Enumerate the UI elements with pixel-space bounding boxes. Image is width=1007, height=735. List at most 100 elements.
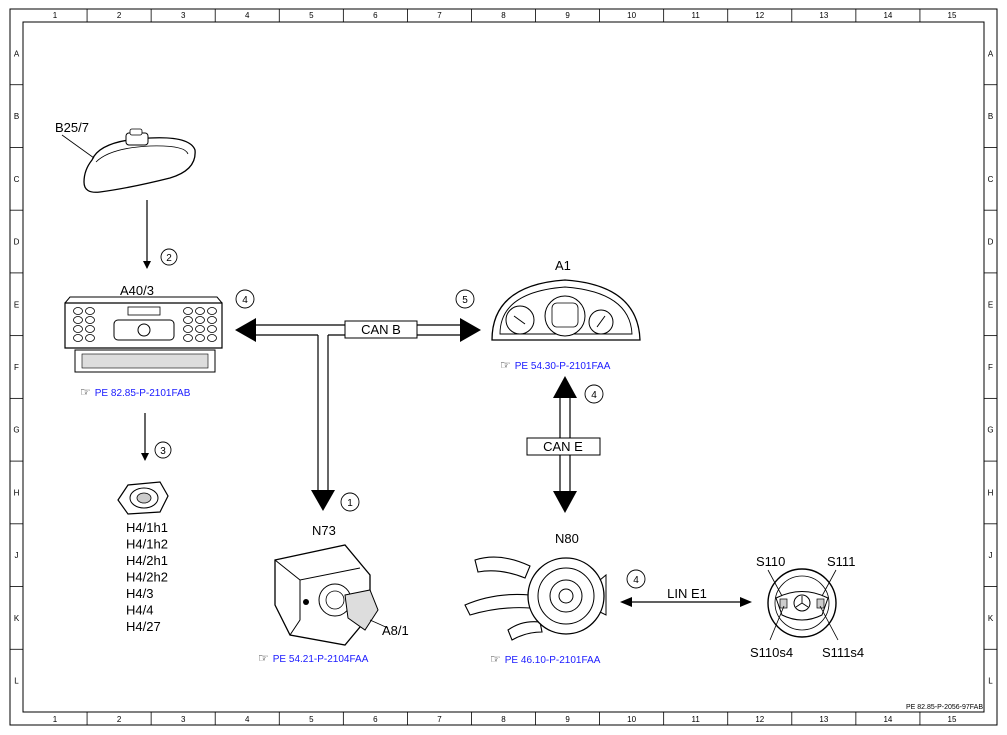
switch-s111s4-label: S111s4 bbox=[822, 645, 864, 660]
grid-column-label: 8 bbox=[501, 715, 506, 724]
grid-column-label: 10 bbox=[627, 715, 636, 724]
grid-row-label: B bbox=[988, 112, 993, 121]
ignition-label: N73 bbox=[312, 523, 336, 538]
grid-row-label: F bbox=[14, 363, 19, 372]
grid-column-label: 2 bbox=[117, 11, 122, 20]
head-unit-button-icon bbox=[183, 325, 193, 333]
can-b-label: CAN B bbox=[361, 322, 401, 337]
grid-row-label: L bbox=[14, 677, 19, 686]
grid-column-label: 15 bbox=[948, 715, 957, 724]
marker-3: 3 bbox=[160, 446, 166, 457]
head-unit-button-icon bbox=[195, 325, 205, 333]
grid-row-label: L bbox=[988, 677, 993, 686]
grid-row-label: G bbox=[13, 426, 19, 435]
can-e-bus bbox=[526, 376, 601, 513]
ignition-switch-n73 bbox=[274, 544, 389, 646]
grid-column-label: 7 bbox=[437, 11, 442, 20]
marker-4-canb: 4 bbox=[242, 295, 248, 306]
grid-column-label: 1 bbox=[53, 715, 58, 724]
lin-e1-bus bbox=[620, 597, 752, 607]
switch-s111-label: S111 bbox=[827, 554, 855, 569]
grid-column-label: 9 bbox=[565, 715, 570, 724]
head-unit-button-icon bbox=[73, 316, 83, 324]
grid-column-label: 3 bbox=[181, 11, 186, 20]
marker-2: 2 bbox=[166, 253, 172, 264]
head-unit-button-icon bbox=[195, 307, 205, 315]
head-unit-button-icon bbox=[85, 334, 95, 342]
marker-1: 1 bbox=[347, 498, 353, 509]
steering-module-ref: ☞PE 46.10-P-2101FAA bbox=[490, 652, 601, 666]
head-unit-label: A40/3 bbox=[120, 283, 154, 298]
marker-4-lin: 4 bbox=[633, 575, 639, 586]
head-unit-button-icon bbox=[195, 334, 205, 342]
grid-row-label: E bbox=[988, 300, 993, 309]
head-unit-a40-3 bbox=[64, 296, 223, 373]
speaker-label: H4/27 bbox=[126, 619, 161, 634]
head-unit-button-icon bbox=[85, 307, 95, 315]
grid-column-label: 11 bbox=[692, 11, 701, 20]
grid-column-label: 12 bbox=[755, 11, 764, 20]
switch-s110s4-label: S110s4 bbox=[750, 645, 793, 660]
mirror-label: B25/7 bbox=[55, 120, 89, 135]
head-unit-button-icon bbox=[207, 316, 217, 324]
frame bbox=[9, 8, 998, 726]
grid-column-label: 3 bbox=[181, 715, 186, 724]
can-b-bus bbox=[235, 318, 481, 511]
grid-row-label: J bbox=[15, 551, 19, 560]
grid-row-label: A bbox=[14, 49, 20, 58]
grid-column-label: 1 bbox=[53, 11, 58, 20]
speaker-icon bbox=[117, 481, 169, 515]
head-unit-button-icon bbox=[85, 316, 95, 324]
steering-module-label: N80 bbox=[555, 531, 579, 546]
ignition-ref: ☞PE 54.21-P-2104FAA bbox=[258, 651, 369, 665]
grid-row-label: D bbox=[988, 238, 994, 247]
steering-wheel-icon bbox=[767, 568, 839, 641]
grid-row-label: G bbox=[987, 426, 993, 435]
grid-column-label: 11 bbox=[692, 715, 701, 724]
head-unit-button-icon bbox=[73, 334, 83, 342]
grid-row-label: A bbox=[988, 49, 994, 58]
cluster-label: A1 bbox=[555, 258, 571, 273]
speaker-label: H4/1h1 bbox=[126, 520, 168, 535]
head-unit-button-icon bbox=[73, 325, 83, 333]
grid-column-label: 6 bbox=[373, 11, 378, 20]
key-label: A8/1 bbox=[382, 623, 409, 638]
marker-4-cane: 4 bbox=[591, 390, 597, 401]
head-unit-button-icon bbox=[85, 325, 95, 333]
head-unit-button-icon bbox=[207, 325, 217, 333]
grid-row-label: H bbox=[14, 488, 20, 497]
steering-module-n80 bbox=[464, 556, 607, 641]
speaker-label: H4/1h2 bbox=[126, 537, 168, 552]
can-e-label: CAN E bbox=[543, 439, 583, 454]
grid-row-label: B bbox=[14, 112, 19, 121]
grid-row-label: E bbox=[14, 300, 19, 309]
grid-row-label: K bbox=[14, 614, 20, 623]
head-unit-ref: ☞PE 82.85-P-2101FAB bbox=[80, 385, 191, 399]
grid-column-label: 14 bbox=[883, 11, 892, 20]
cluster-ref: ☞PE 54.30-P-2101FAA bbox=[500, 358, 611, 372]
speaker-label: H4/2h2 bbox=[126, 570, 168, 585]
grid-row-label: F bbox=[988, 363, 993, 372]
grid-column-label: 4 bbox=[245, 715, 250, 724]
grid-column-label: 5 bbox=[309, 11, 314, 20]
instrument-cluster-a1 bbox=[491, 279, 641, 341]
marker-5: 5 bbox=[462, 295, 468, 306]
speaker-label: H4/2h1 bbox=[126, 553, 168, 568]
head-unit-button-icon bbox=[73, 307, 83, 315]
head-unit-button-icon bbox=[207, 334, 217, 342]
grid-column-label: 13 bbox=[819, 11, 828, 20]
mirror-b25-7 bbox=[61, 128, 196, 193]
head-unit-button-icon bbox=[195, 316, 205, 324]
grid-column-label: 10 bbox=[627, 11, 636, 20]
grid-column-label: 14 bbox=[883, 715, 892, 724]
grid-column-label: 13 bbox=[819, 715, 828, 724]
grid-row-label: D bbox=[14, 238, 20, 247]
grid-column-label: 4 bbox=[245, 11, 250, 20]
head-unit-button-icon bbox=[183, 316, 193, 324]
